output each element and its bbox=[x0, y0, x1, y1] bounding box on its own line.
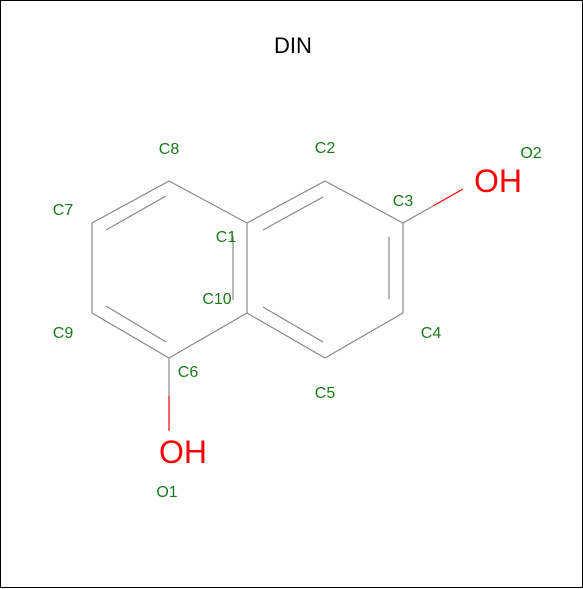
atom-label-c4: C4 bbox=[421, 325, 442, 342]
oxygen-bond-halves bbox=[168, 188, 464, 431]
bond-c4-c5 bbox=[324, 312, 404, 359]
atom-labels: C8 C2 O2 C7 C3 C1 C10 C9 C4 C6 C5 O1 bbox=[53, 140, 542, 501]
bond-c8-c7 bbox=[91, 180, 170, 224]
atom-label-c2: C2 bbox=[315, 140, 336, 157]
atom-label-c6: C6 bbox=[178, 364, 199, 381]
bond-inner-c9-c6 bbox=[105, 305, 167, 343]
bond-c2-c3 bbox=[324, 180, 404, 224]
hydroxyl-label-o1: OH bbox=[159, 434, 207, 470]
bond-inner-c8-c7 bbox=[105, 195, 167, 231]
atom-label-c5: C5 bbox=[315, 385, 336, 402]
bond-c5-c10 bbox=[246, 312, 326, 359]
bond-c1-c8 bbox=[168, 180, 248, 224]
bond-inner-c1-c2 bbox=[262, 196, 324, 231]
hydroxyl-label-o2: OH bbox=[474, 163, 522, 199]
atom-label-c7: C7 bbox=[53, 202, 74, 219]
molecule-title: DIN bbox=[274, 33, 312, 58]
bond-c6-c10 bbox=[168, 312, 248, 359]
bond-c3-o2-carbon-half bbox=[402, 205, 434, 224]
bond-c1-c2 bbox=[246, 180, 326, 224]
atom-label-o2: O2 bbox=[520, 145, 541, 162]
bond-inner-c5-c10 bbox=[262, 306, 324, 343]
atom-label-c10: C10 bbox=[202, 291, 231, 308]
atom-label-c3: C3 bbox=[393, 193, 414, 210]
bond-c9-c6 bbox=[91, 312, 170, 359]
atom-label-c9: C9 bbox=[53, 325, 74, 342]
atom-label-c8: C8 bbox=[159, 141, 180, 158]
bonds bbox=[91, 180, 434, 396]
atom-label-o1: O1 bbox=[156, 484, 177, 501]
bond-c3-o2-oxygen-half bbox=[432, 188, 464, 207]
atom-label-c1: C1 bbox=[216, 229, 237, 246]
